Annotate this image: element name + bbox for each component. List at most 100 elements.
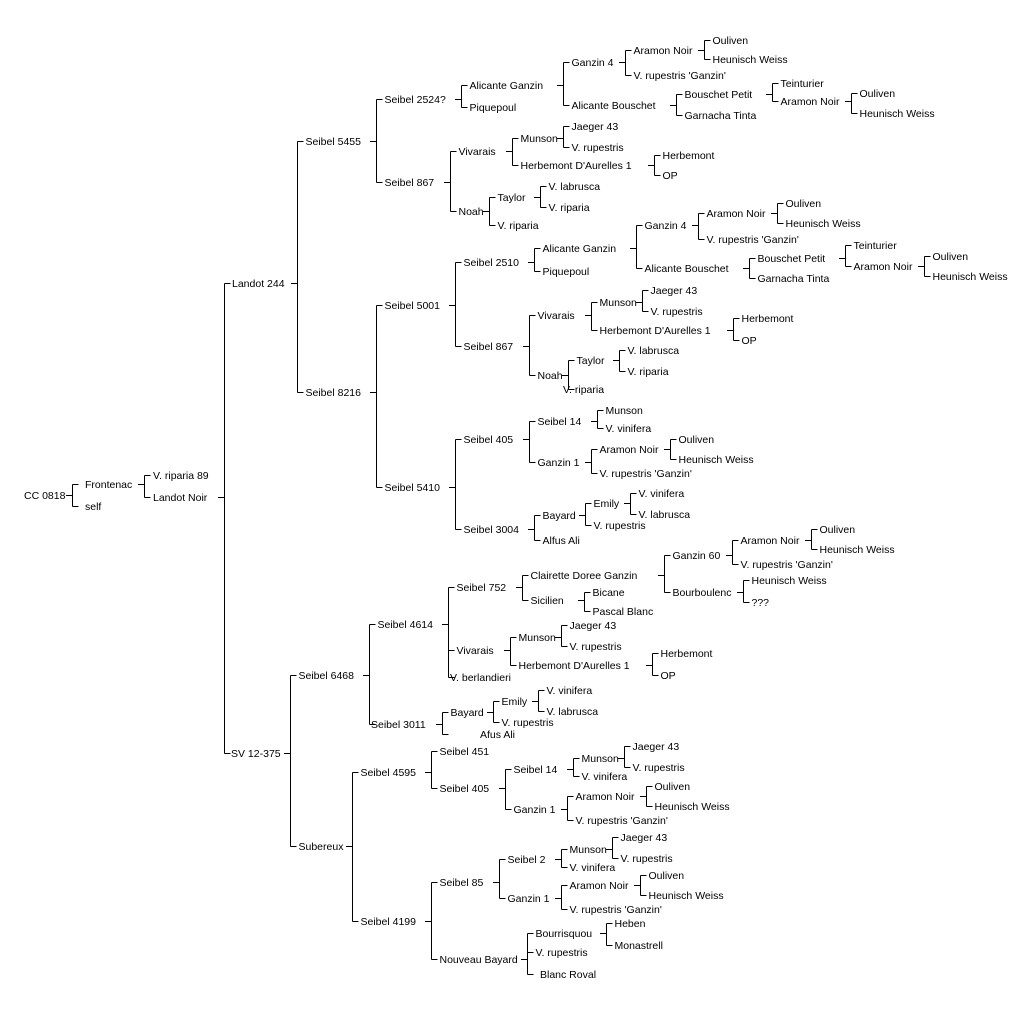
node-label-v-rupestris: V. rupestris <box>502 717 554 729</box>
bracket-bayard <box>579 503 592 526</box>
node-label-v-labrusca: V. labrusca <box>547 706 599 718</box>
bracket-clairette-doree-ganzin <box>658 555 671 593</box>
node-label-emily: Emily <box>594 498 620 510</box>
node-label-nouveau-bayard: Nouveau Bayard <box>440 954 518 966</box>
bracket-seibel-2524 <box>455 85 468 108</box>
node-label-jaeger-43: Jaeger 43 <box>651 285 698 297</box>
bracket-ganzin-1 <box>555 885 568 910</box>
node-label-heunisch-weiss: Heunisch Weiss <box>655 801 730 813</box>
bracket-noah <box>483 197 496 226</box>
node-label-aramon-noir: Aramon Noir <box>576 791 635 803</box>
node-label-v-labrusca: V. labrusca <box>639 509 691 521</box>
bracket-aramon-noir <box>845 93 858 114</box>
node-label-aramon-noir: Aramon Noir <box>600 444 659 456</box>
bracket-bouschet-petit <box>766 83 779 102</box>
bracket-ganzin-1 <box>585 449 598 474</box>
node-label-jaeger-43: Jaeger 43 <box>621 832 668 844</box>
bracket-bayard <box>487 701 500 723</box>
node-label-jaeger-43: Jaeger 43 <box>633 741 680 753</box>
bracket-herbemont-d-aurelles-1 <box>727 318 740 341</box>
node-label-ganzin-1: Ganzin 1 <box>514 804 556 816</box>
node-label-seibel-3004: Seibel 3004 <box>464 524 520 536</box>
node-label-op: OP <box>663 170 678 182</box>
bracket-frontenac <box>138 475 151 498</box>
node-label-teinturier: Teinturier <box>781 78 825 90</box>
bracket-seibel-4595 <box>425 751 438 789</box>
node-label-bouschet-petit: Bouschet Petit <box>758 253 826 265</box>
node-label-jaeger-43: Jaeger 43 <box>570 620 617 632</box>
bracket-emily <box>624 493 637 515</box>
node-label-v-rupestris: V. rupestris <box>633 762 685 774</box>
node-label-self: self <box>85 501 101 513</box>
node-label-seibel-85: Seibel 85 <box>440 877 484 889</box>
node-label-ouliven: Ouliven <box>679 434 715 446</box>
bracket-aramon-noir <box>640 786 653 807</box>
bracket-seibel-4614 <box>442 587 455 678</box>
node-label-bayard: Bayard <box>451 707 484 719</box>
bracket-seibel-2510 <box>528 248 541 272</box>
node-label-herbemont-d-aurelles-1: Herbemont D'Aurelles 1 <box>519 660 630 672</box>
node-label-alicante-ganzin: Alicante Ganzin <box>470 80 544 92</box>
bracket-seibel-5455 <box>370 99 383 183</box>
node-label-vivarais: Vivarais <box>459 146 496 158</box>
node-label-seibel-867: Seibel 867 <box>385 177 435 189</box>
node-label-bicane: Bicane <box>593 587 625 599</box>
bracket-landot-244 <box>291 141 304 393</box>
node-label-noah: Noah <box>538 370 563 382</box>
bracket-aramon-noir <box>805 529 818 550</box>
node-label-piquepoul: Piquepoul <box>543 266 590 278</box>
node-label-v-rupestris-ganzin: V. rupestris 'Ganzin' <box>634 70 726 82</box>
node-label-taylor: Taylor <box>498 192 527 204</box>
bracket-seibel-752 <box>516 575 529 601</box>
node-label-herbemont: Herbemont <box>661 648 713 660</box>
node-label-v-riparia: V. riparia <box>498 220 539 232</box>
node-label-seibel-5455: Seibel 5455 <box>306 136 362 148</box>
bracket-bouschet-petit <box>839 245 852 267</box>
node-label-vivarais: Vivarais <box>538 310 575 322</box>
bracket-seibel-3004 <box>528 515 541 541</box>
node-label-munson: Munson <box>519 632 557 644</box>
node-label-emily: Emily <box>502 696 528 708</box>
node-label-bourboulenc: Bourboulenc <box>673 587 732 599</box>
node-label-munson: Munson <box>570 844 608 856</box>
tree-connectors <box>66 40 931 975</box>
node-label-heunisch-weiss: Heunisch Weiss <box>649 890 724 902</box>
node-label-aramon-noir: Aramon Noir <box>634 45 693 57</box>
node-label-alicante-bouschet: Alicante Bouschet <box>572 100 656 112</box>
node-label-ouliven: Ouliven <box>713 35 749 47</box>
bracket-ganzin-60 <box>726 540 739 565</box>
bracket-seibel-3011 <box>436 712 449 735</box>
node-label-sicilien: Sicilien <box>531 595 564 607</box>
bracket-munson <box>557 126 570 148</box>
node-label-subereux: Subereux <box>299 841 345 853</box>
bracket-taylor <box>613 350 626 372</box>
node-label-aramon-noir: Aramon Noir <box>707 208 766 220</box>
node-label-v-riparia: V. riparia <box>549 202 590 214</box>
node-label-v-rupestris: V. rupestris <box>570 641 622 653</box>
bracket-seibel-6468 <box>363 624 376 725</box>
bracket-seibel-5410 <box>449 439 462 530</box>
node-label-noah: Noah <box>459 206 484 218</box>
node-label-ouliven: Ouliven <box>860 88 896 100</box>
node-label-heunisch-weiss: Heunisch Weiss <box>860 108 935 120</box>
node-label-seibel-2510: Seibel 2510 <box>464 257 520 269</box>
bracket-herbemont-d-aurelles-1 <box>646 653 659 676</box>
bracket-seibel-405 <box>499 769 512 810</box>
node-label-v-rupestris-ganzin: V. rupestris 'Ganzin' <box>576 815 668 827</box>
bracket-aramon-noir <box>634 875 647 896</box>
node-label-v-labrusca: V. labrusca <box>549 181 601 193</box>
node-label-pascal-blanc: Pascal Blanc <box>593 606 654 618</box>
node-label-munson: Munson <box>600 297 638 309</box>
bracket-alicante-bouschet <box>670 94 683 116</box>
bracket-seibel-4199 <box>425 882 438 960</box>
node-label-herbemont-d-aurelles-1: Herbemont D'Aurelles 1 <box>521 160 632 172</box>
node-label-v-vinifera: V. vinifera <box>547 685 593 697</box>
node-label-v-rupestris: V. rupestris <box>594 520 646 532</box>
bracket-seibel-867 <box>523 315 536 376</box>
bracket-cc-0818 <box>66 484 79 507</box>
node-label-ganzin-4: Ganzin 4 <box>645 220 687 232</box>
node-label-v-riparia-89: V. riparia 89 <box>153 470 209 482</box>
node-label-v-rupestris: V. rupestris <box>621 853 673 865</box>
node-label-heunisch-weiss: Heunisch Weiss <box>679 454 754 466</box>
